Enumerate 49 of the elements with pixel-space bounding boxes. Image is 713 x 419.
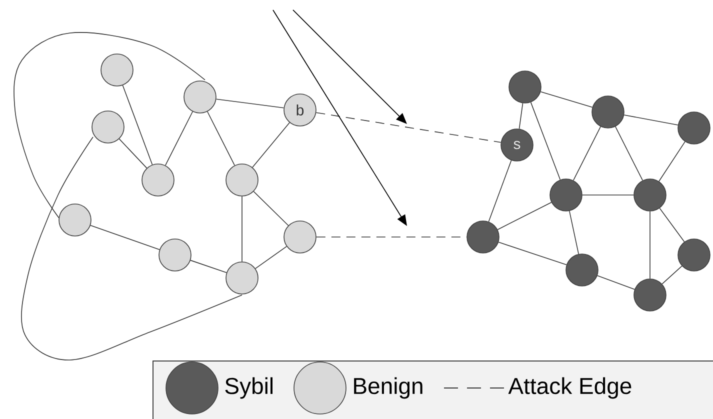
graph-edge xyxy=(207,111,235,166)
legend-label: Sybil xyxy=(225,377,273,399)
graph-edge xyxy=(658,141,686,182)
node-circle xyxy=(58,204,92,236)
graph-edge xyxy=(216,98,284,108)
labeled-node: s xyxy=(500,128,534,162)
graph-edge xyxy=(255,246,288,269)
labeled-node: b xyxy=(284,94,316,126)
node-circle xyxy=(634,278,666,312)
node-circle xyxy=(678,112,710,144)
graph-edge xyxy=(498,242,567,266)
node-circle xyxy=(466,220,500,254)
node-circle xyxy=(184,80,216,114)
graph-edge xyxy=(569,210,579,254)
graph-edge xyxy=(540,91,593,108)
node-circle xyxy=(592,96,624,128)
node-circle xyxy=(142,164,174,196)
node-circle xyxy=(284,220,316,254)
graph-edge xyxy=(530,102,561,180)
graph-edge xyxy=(582,194,634,196)
graph-edge xyxy=(624,114,678,126)
node-circle xyxy=(550,178,582,212)
graph-edge xyxy=(252,122,290,168)
node-circle xyxy=(158,238,192,272)
graph-edge xyxy=(573,126,601,181)
node-circle xyxy=(508,70,542,104)
node-circle xyxy=(678,238,710,272)
legend-label: Attack Edge xyxy=(508,377,632,399)
graph-edge xyxy=(488,160,512,222)
node-circle xyxy=(226,164,258,196)
node-circle xyxy=(226,262,258,294)
graph-edge xyxy=(90,225,160,250)
legend-label: Benign xyxy=(354,377,422,399)
graph-edge xyxy=(190,260,227,274)
graph-edge xyxy=(597,275,635,290)
graph-edge xyxy=(253,191,289,226)
graph-edge xyxy=(615,126,643,181)
graph-edge xyxy=(662,266,682,284)
graph-edge xyxy=(659,208,685,242)
graph-edge xyxy=(122,84,153,166)
graph-edge xyxy=(165,111,193,166)
graph-edge xyxy=(497,202,552,230)
attack-edge xyxy=(316,112,502,143)
node-circle xyxy=(92,110,124,144)
node-circle xyxy=(100,54,134,86)
node-circle xyxy=(634,178,666,212)
node-circle xyxy=(566,254,598,286)
graph-edge xyxy=(518,102,524,130)
graph-edge xyxy=(118,138,148,168)
